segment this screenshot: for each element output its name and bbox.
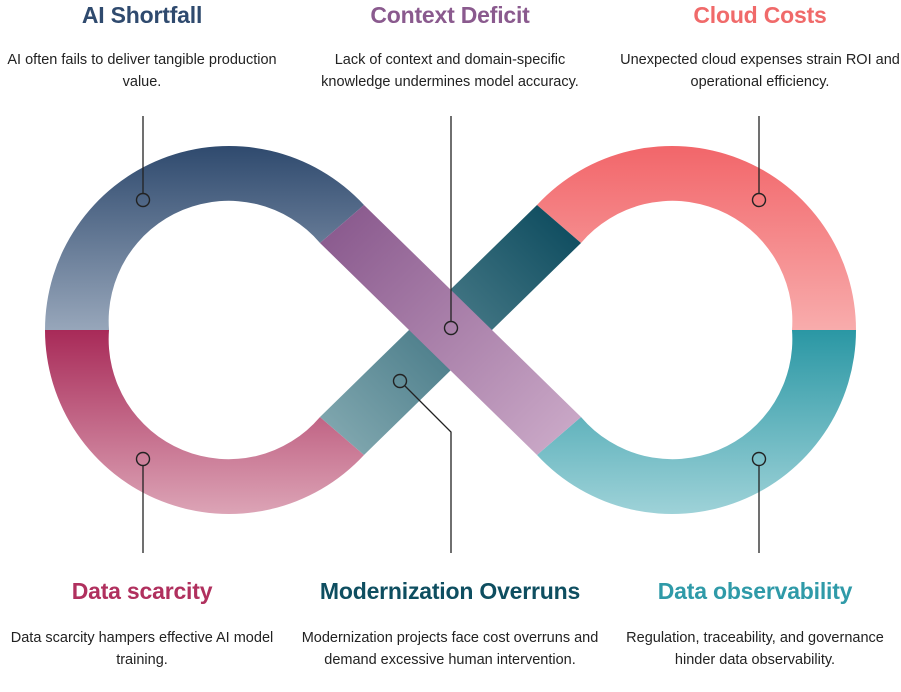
cloud-costs-marker <box>751 192 767 208</box>
context-deficit-description: Lack of context and domain-specific know… <box>321 52 579 90</box>
ai-shortfall-marker <box>135 192 151 208</box>
context-deficit-title: Context Deficit <box>370 2 530 28</box>
cloud-costs-segment <box>537 146 856 330</box>
modernization-overruns-connector <box>404 385 452 553</box>
modernization-overruns-title: Modernization Overruns <box>319 578 581 604</box>
ai-shortfall-title: AI Shortfall <box>81 2 203 28</box>
data-scarcity-marker <box>135 451 151 467</box>
data-scarcity-segment <box>45 330 364 514</box>
data-observability-segment <box>537 330 856 514</box>
cloud-costs-description: Unexpected cloud expenses strain ROI and… <box>620 52 900 90</box>
data-observability-title: Data observability <box>657 578 853 604</box>
ai-shortfall-description: AI often fails to deliver tangible produ… <box>7 52 277 90</box>
cloud-costs-title: Cloud Costs <box>693 2 827 28</box>
ai-shortfall-segment <box>45 146 364 330</box>
context-deficit-band <box>320 205 581 455</box>
data-scarcity-description: Data scarcity hampers effective AI model… <box>10 630 274 668</box>
data-scarcity-title: Data scarcity <box>71 578 213 604</box>
modernization-overruns-description: Modernization projects face cost overrun… <box>301 630 599 668</box>
modernization-overruns-marker <box>392 373 408 389</box>
data-observability-marker <box>751 451 767 467</box>
context-deficit-marker <box>443 320 459 336</box>
data-observability-description: Regulation, traceability, and governance… <box>626 630 884 668</box>
